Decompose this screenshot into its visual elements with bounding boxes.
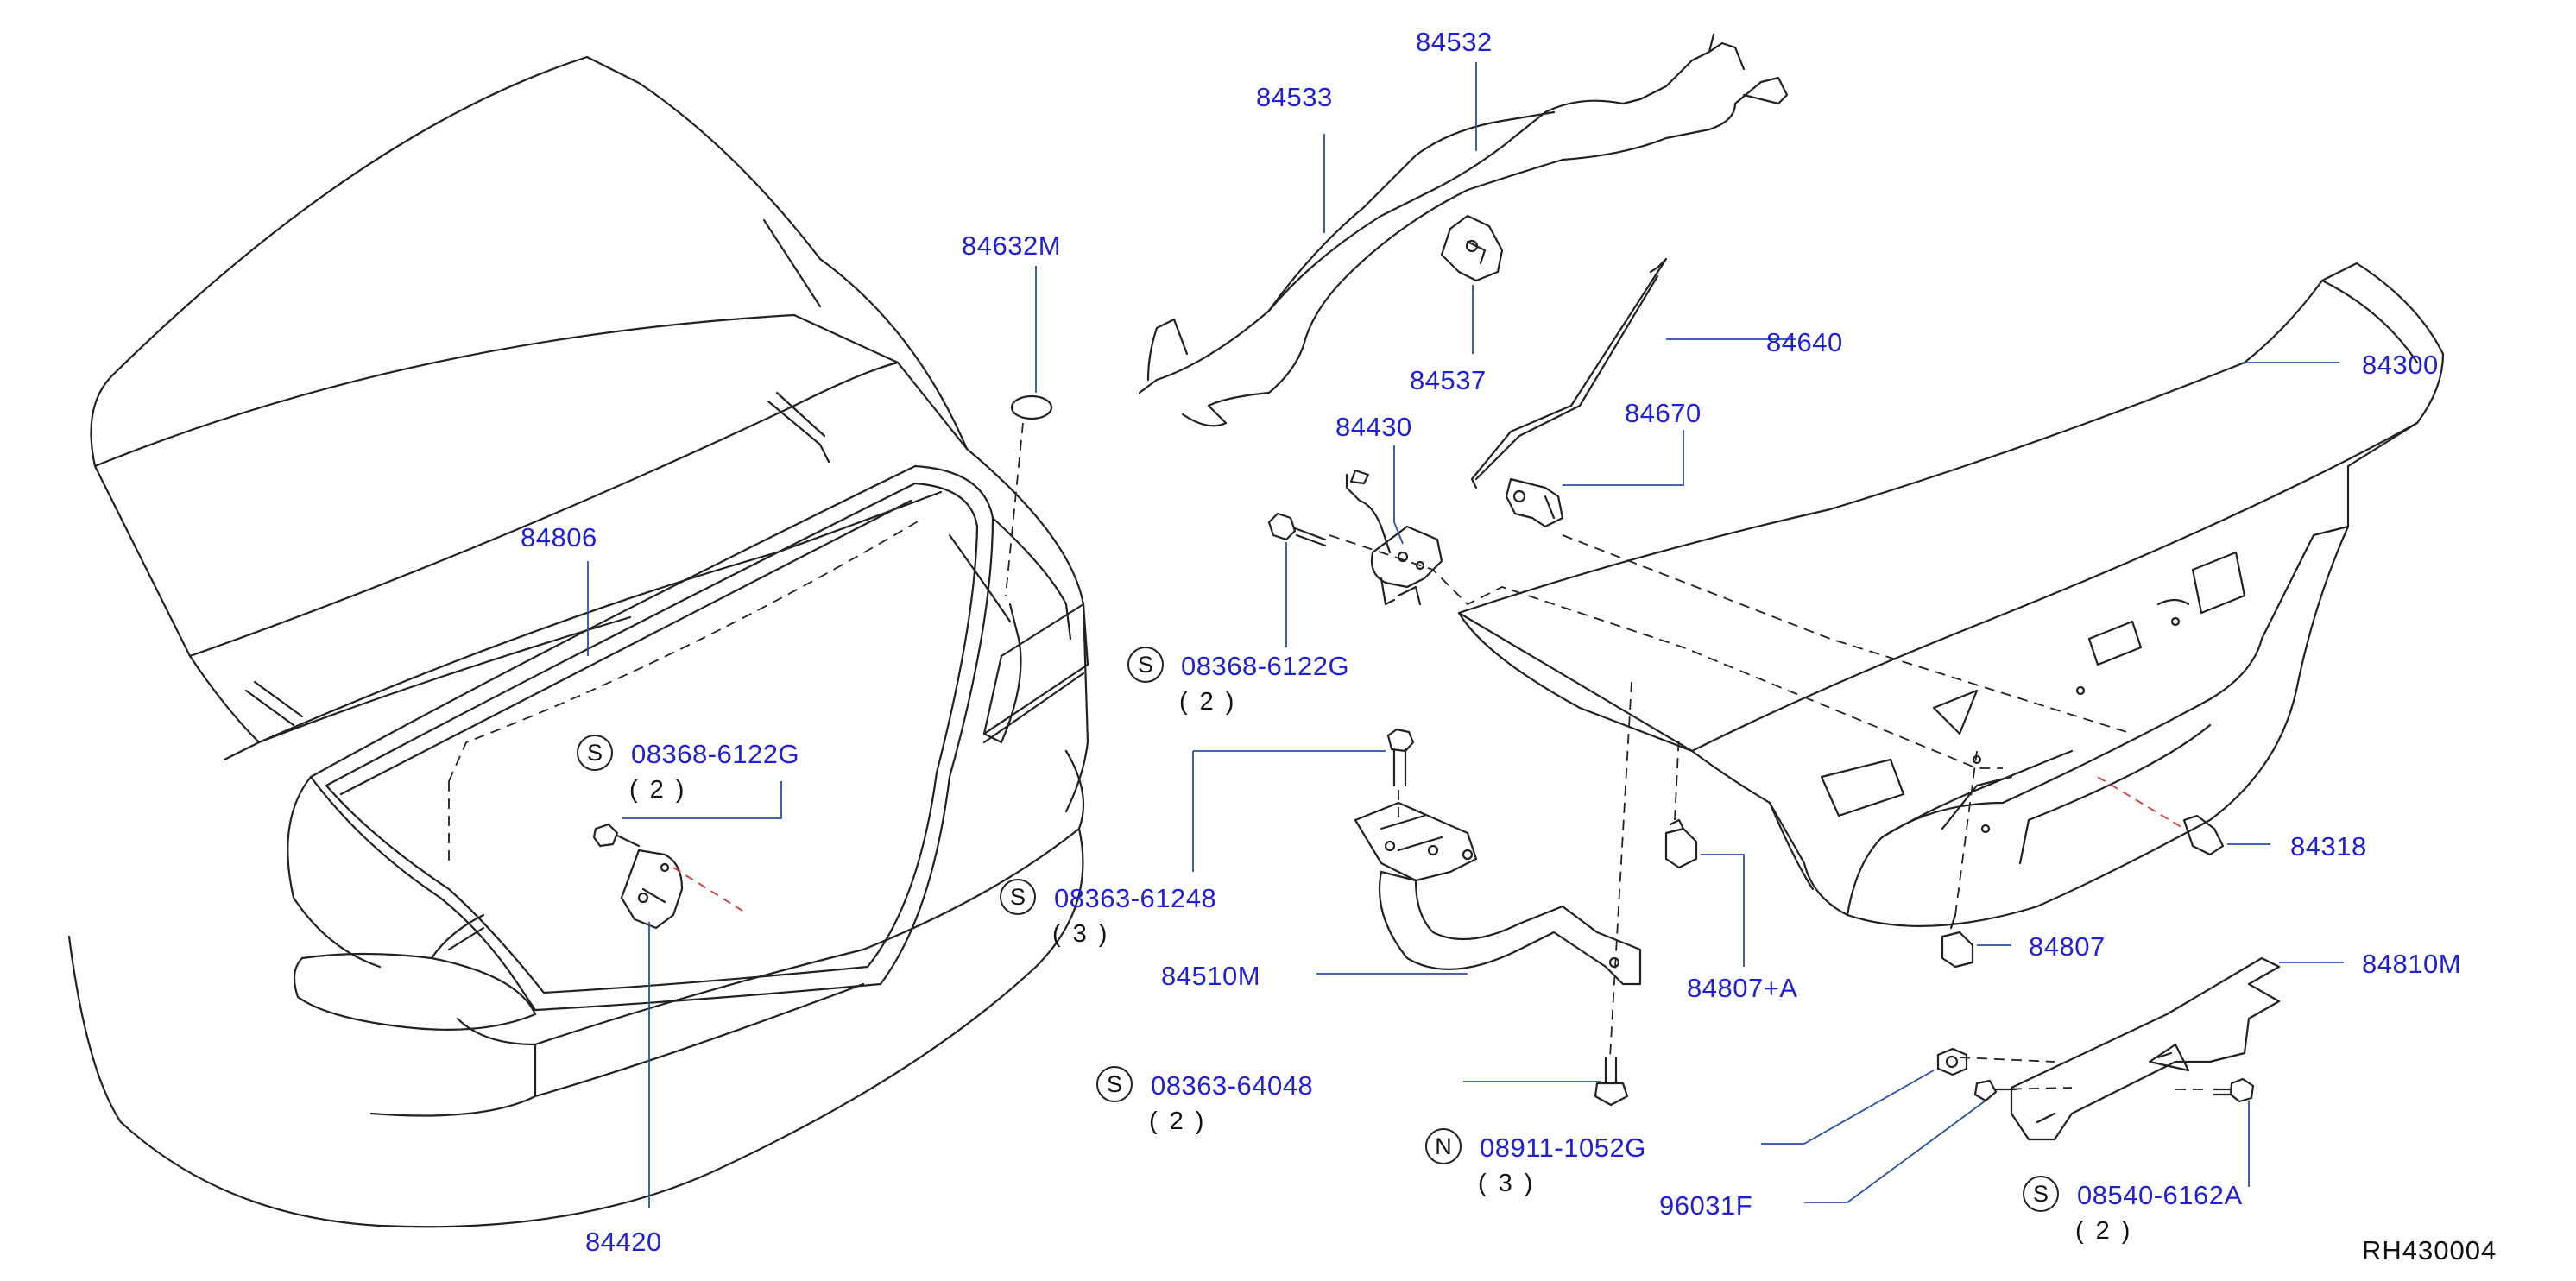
trunk-lock-84430 — [1345, 469, 1443, 606]
trunk-lid-outline — [1457, 262, 2445, 927]
nut-96031f-area — [1936, 1047, 2017, 1102]
rod-84640 — [1470, 257, 1668, 489]
fastener-qty: (3) — [1478, 1170, 1545, 1197]
part-label-84300: 84300 — [2362, 350, 2439, 380]
screw-08540 — [2213, 1077, 2255, 1103]
part-label-84318: 84318 — [2290, 831, 2367, 861]
fastener-number-08540-6162a: 08540-6162A — [2077, 1180, 2243, 1210]
fastener-prefix-badge: N — [1425, 1128, 1462, 1164]
car-body-outline — [67, 55, 1089, 1228]
cylinder-84670 — [1505, 477, 1564, 528]
fastener-qty: (2) — [2075, 1217, 2143, 1245]
fastener-prefix-badge: S — [1127, 647, 1164, 683]
bracket-84810m — [2010, 956, 2281, 1141]
fastener-prefix-badge: S — [2023, 1176, 2059, 1212]
plug-84632m — [1010, 394, 1053, 420]
fastener-number-08368-6122g-lower: 08368-6122G — [631, 739, 800, 769]
fastener-prefix-badge: S — [1096, 1066, 1133, 1102]
part-label-84430: 84430 — [1335, 412, 1412, 442]
part-label-96031f: 96031F — [1659, 1190, 1753, 1221]
part-label-84807: 84807 — [2029, 931, 2106, 962]
fastener-prefix-badge: S — [1000, 879, 1036, 915]
part-label-84510m: 84510M — [1161, 961, 1261, 991]
part-label-84632m: 84632M — [962, 230, 1062, 261]
bolt-hinge-upper — [1386, 728, 1415, 787]
fastener-qty: (2) — [629, 776, 697, 804]
fastener-number-08363-64048: 08363-64048 — [1151, 1070, 1314, 1101]
hinge-84510m — [1354, 801, 1642, 986]
harness-84532 — [1138, 33, 1789, 427]
bumper-84807 — [1941, 913, 1974, 969]
part-label-84807a: 84807+A — [1687, 973, 1798, 1003]
part-label-84806: 84806 — [521, 522, 597, 552]
bumper-84807-a — [1664, 818, 1698, 869]
bolt-lock — [1267, 512, 1327, 547]
part-label-84810m: 84810M — [2362, 949, 2462, 979]
part-label-84533: 84533 — [1256, 82, 1333, 112]
grommet-84318 — [2182, 814, 2225, 856]
fastener-number-08363-61248: 08363-61248 — [1054, 883, 1217, 913]
fastener-number-08368-6122g-upper: 08368-6122G — [1181, 651, 1350, 681]
fastener-prefix-badge: S — [577, 735, 613, 771]
diagram-reference-code: RH430004 — [2362, 1235, 2497, 1265]
part-label-84420: 84420 — [585, 1227, 662, 1257]
fastener-number-08911-1052g: 08911-1052G — [1480, 1133, 1646, 1163]
fastener-qty: (2) — [1149, 1107, 1216, 1135]
striker-84420 — [592, 823, 684, 930]
clip-84537 — [1440, 214, 1504, 282]
part-label-84532: 84532 — [1416, 27, 1493, 57]
part-label-84640: 84640 — [1766, 327, 1843, 357]
part-label-84537: 84537 — [1410, 365, 1487, 395]
fastener-qty: (3) — [1052, 920, 1120, 948]
bolt-hinge-lower — [1594, 1056, 1629, 1107]
fastener-qty: (2) — [1179, 688, 1247, 716]
part-label-84670: 84670 — [1625, 398, 1702, 428]
